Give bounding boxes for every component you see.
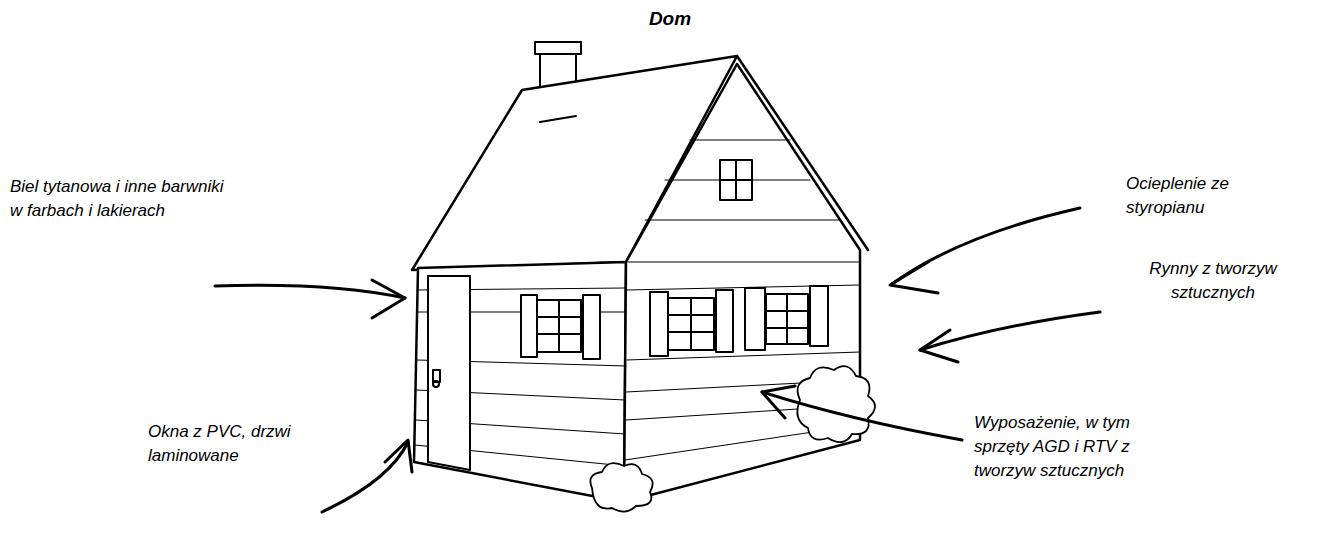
callout-label: Rynny z tworzyw sztucznych [1128, 257, 1298, 305]
window [537, 300, 581, 352]
door-knob [433, 381, 439, 387]
leader-arrows [215, 208, 1100, 512]
arrow-head [890, 262, 938, 293]
wall-siding [415, 140, 860, 466]
chimney-cap [535, 42, 581, 54]
windows [521, 160, 828, 359]
callout-label: Ocieplenie ze styropianu [1126, 172, 1266, 220]
leader-arrow [215, 285, 405, 298]
door [428, 276, 470, 470]
arrow-head [920, 330, 958, 362]
window-shutter [650, 292, 668, 356]
arrow-head [385, 440, 412, 472]
callout-label: Biel tytanowa i inne barwniki w farbach … [10, 175, 225, 223]
bush [590, 463, 652, 511]
arrow-head [762, 386, 795, 418]
bushes [590, 366, 875, 511]
diagram-title: Dom [570, 8, 770, 30]
window-shutter [583, 295, 600, 359]
window-shutter [745, 288, 765, 350]
arrow-head [372, 280, 405, 318]
window-bars [766, 294, 808, 344]
side-wall [414, 262, 626, 502]
window-shutter [810, 286, 828, 346]
leader-arrow [892, 208, 1080, 284]
window [766, 294, 808, 344]
bush [797, 366, 875, 442]
roof-line [540, 116, 576, 122]
window-shutter [521, 295, 537, 357]
window [668, 298, 714, 350]
leader-arrow [762, 392, 962, 440]
attic-window [720, 160, 752, 200]
window-bars [720, 160, 752, 200]
window-bars [537, 300, 581, 352]
door-leaf [428, 276, 470, 470]
callout-label: Okna z PVC, drzwi laminowane [148, 420, 318, 468]
window-shutter [716, 290, 733, 352]
window-bars [668, 298, 714, 350]
walls [414, 64, 860, 502]
callout-label: Wyposażenie, w tym sprzęty AGD i RTV z t… [974, 411, 1174, 483]
